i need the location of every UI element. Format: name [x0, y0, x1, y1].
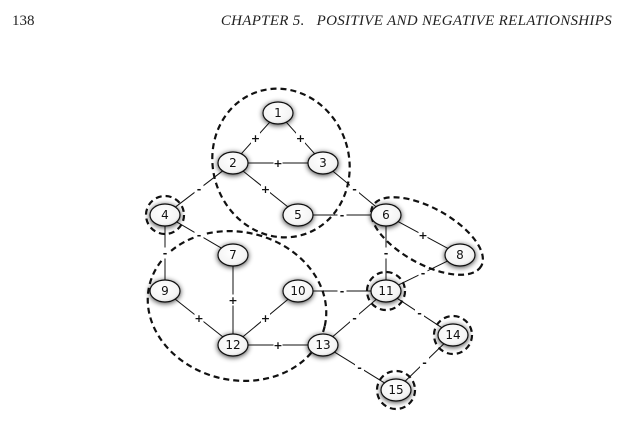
node-12: 12: [217, 333, 249, 357]
chapter-title: POSITIVE AND NEGATIVE RELATIONSHIPS: [316, 13, 612, 29]
edge-sign-bg-2-3: [273, 157, 283, 169]
node-shape-13: [307, 333, 339, 357]
node-shape-9: [149, 279, 181, 303]
edge-sign-7-12: +: [228, 294, 237, 307]
edge-sign-11-14: -: [417, 307, 422, 320]
edge-sign-bg-3-6: [350, 183, 359, 195]
edge-sign-bg-6-8: [418, 229, 428, 241]
edge-sign-8-11: -: [421, 267, 426, 280]
node-15: 15: [380, 378, 412, 402]
cluster-outline-top: [211, 87, 351, 239]
node-shape-14: [437, 323, 469, 347]
edge-sign-bg-1-2: [251, 132, 260, 144]
node-label-4: 4: [161, 208, 169, 222]
edge-sign-4-9: -: [163, 247, 168, 260]
node-4: 4: [149, 203, 181, 227]
edge-sign-bg-13-15: [355, 362, 364, 373]
node-shape-7: [217, 243, 249, 267]
node-1: 1: [262, 101, 294, 125]
edge-sign-4-7: -: [197, 229, 202, 242]
node-10: 10: [282, 279, 314, 303]
cluster-outline-right: [370, 196, 484, 276]
edge-sign-bg-9-12: [194, 312, 204, 324]
edge-sign-bg-5-6: [337, 209, 347, 221]
node-label-2: 2: [229, 156, 237, 170]
edge-sign-bg-10-11: [337, 285, 347, 297]
edge-sign-bg-7-12: [228, 294, 238, 306]
node-shape-12: [217, 333, 249, 357]
edge-sign-bg-14-15: [420, 357, 429, 368]
cluster-outline-node14: [432, 314, 474, 356]
edge-sign-bg-11-14: [415, 307, 424, 319]
node-shape-15: [380, 378, 412, 402]
cluster-outline-node4: [144, 194, 186, 236]
cluster-outline-node11: [365, 270, 407, 312]
node-label-7: 7: [229, 248, 237, 262]
edge-sign-3-6: -: [352, 183, 357, 196]
edge-sign-2-5: +: [261, 183, 270, 196]
edge-sign-bg-1-3: [296, 132, 305, 144]
edge-sign-10-11: -: [340, 285, 345, 298]
chapter-label: CHAPTER 5.: [220, 13, 305, 29]
node-2: 2: [217, 151, 249, 175]
node-label-14: 14: [445, 328, 460, 342]
node-5: 5: [282, 203, 314, 227]
edge-sign-bg-10-12: [261, 312, 270, 324]
node-13: 13: [307, 333, 339, 357]
node-shape-10: [282, 279, 314, 303]
node-shape-1: [262, 101, 294, 125]
edge-sign-bg-12-13: [273, 339, 283, 351]
node-label-13: 13: [315, 338, 330, 352]
node-label-8: 8: [456, 248, 464, 262]
node-label-10: 10: [290, 284, 305, 298]
running-head: CHAPTER 5. POSITIVE AND NEGATIVE RELATION…: [221, 13, 612, 30]
edge-sign-bg-2-5: [261, 183, 270, 195]
edge-sign-9-12: +: [194, 312, 203, 325]
edge-sign-bg-11-13: [350, 312, 359, 324]
node-shape-4: [149, 203, 181, 227]
edge-sign-bg-4-7: [194, 229, 204, 241]
node-6: 6: [370, 203, 402, 227]
edge-sign-5-6: -: [340, 209, 345, 222]
edge-sign-2-3: +: [273, 157, 282, 170]
node-3: 3: [307, 151, 339, 175]
node-9: 9: [149, 279, 181, 303]
edge-sign-11-13: -: [352, 312, 357, 325]
node-label-15: 15: [388, 383, 403, 397]
node-label-1: 1: [274, 106, 282, 120]
edge-sign-bg-2-4: [194, 183, 204, 195]
node-shape-8: [444, 243, 476, 267]
edge-sign-12-13: +: [273, 339, 282, 352]
edge-sign-10-12: +: [261, 312, 270, 325]
node-label-3: 3: [319, 156, 327, 170]
cluster-outline-node15: [375, 369, 417, 411]
node-label-5: 5: [294, 208, 302, 222]
edge-sign-2-4: -: [197, 183, 202, 196]
edge-sign-6-8: +: [418, 229, 427, 242]
edge-sign-1-2: +: [251, 132, 260, 145]
edge-sign-14-15: -: [422, 357, 427, 370]
node-shape-6: [370, 203, 402, 227]
node-label-9: 9: [161, 284, 169, 298]
node-shape-11: [370, 279, 402, 303]
node-label-6: 6: [382, 208, 390, 222]
node-shape-3: [307, 151, 339, 175]
cluster-outline-left: [146, 230, 328, 382]
node-14: 14: [437, 323, 469, 347]
page-number: 138: [12, 13, 35, 29]
edge-sign-13-15: -: [357, 362, 362, 375]
node-11: 11: [370, 279, 402, 303]
edge-sign-bg-4-9: [160, 247, 170, 259]
edge-sign-bg-8-11: [418, 267, 428, 279]
node-label-11: 11: [378, 284, 393, 298]
node-label-12: 12: [225, 338, 240, 352]
edge-sign-1-3: +: [296, 132, 305, 145]
node-7: 7: [217, 243, 249, 267]
node-shape-2: [217, 151, 249, 175]
edge-sign-6-11: -: [384, 247, 389, 260]
edge-sign-bg-6-11: [381, 247, 391, 259]
node-8: 8: [444, 243, 476, 267]
node-shape-5: [282, 203, 314, 227]
